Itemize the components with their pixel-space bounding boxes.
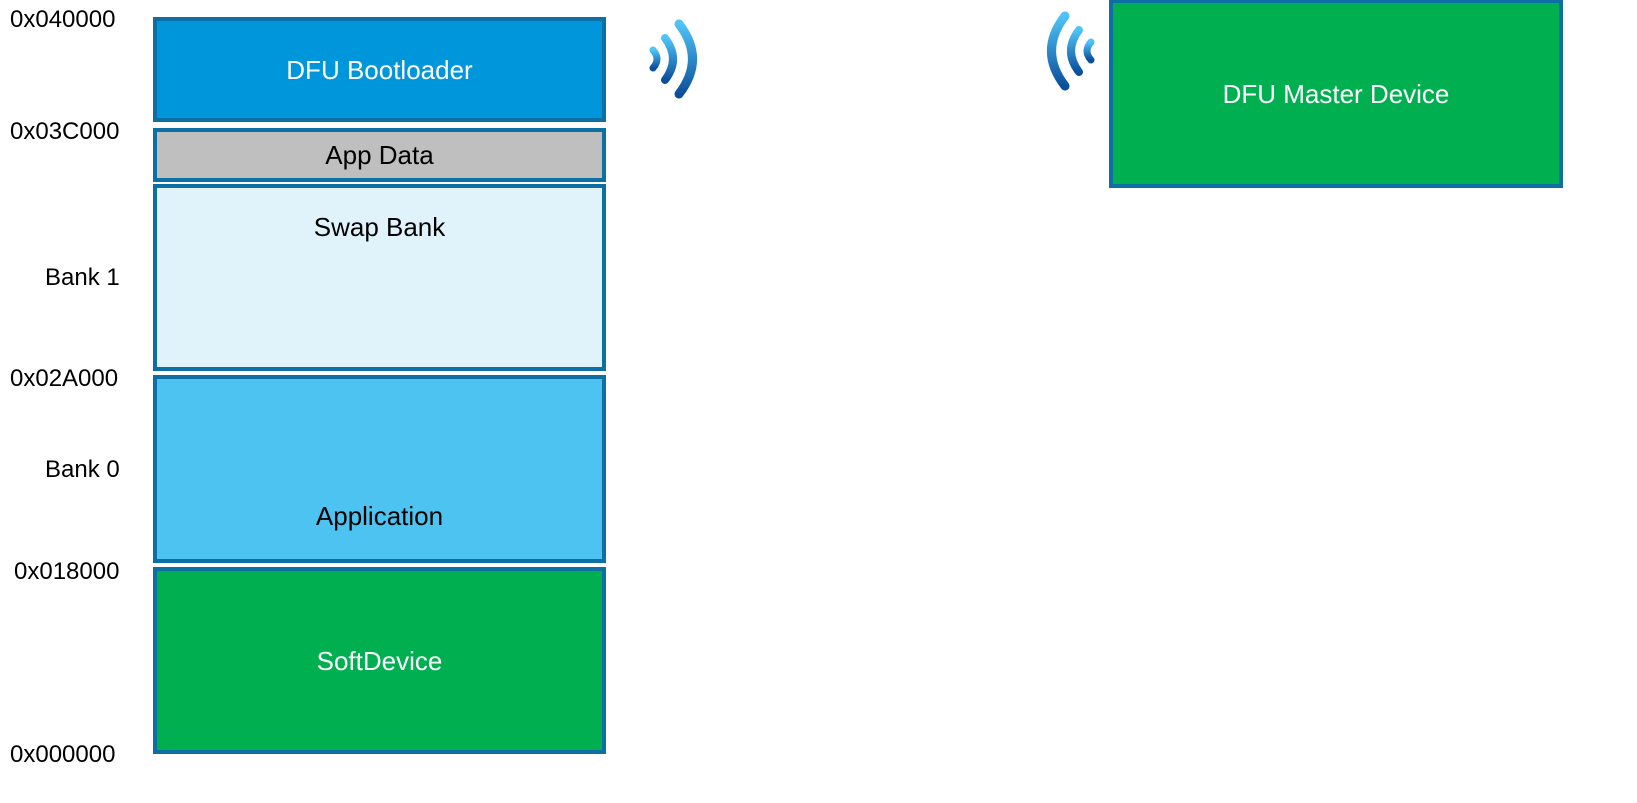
softdevice-region: SoftDevice [153,567,606,754]
dfu-bootloader-region: DFU Bootloader [153,17,606,122]
wireless-signal-left-icon [1047,11,1095,91]
swap-bank-label: Swap Bank [313,212,446,242]
dfu-master-device-label: DFU Master Device [1222,78,1450,109]
app-data-region: App Data [153,128,606,182]
address-0x000000: 0x000000 [10,741,116,768]
app-data-label: App Data [325,140,434,170]
bank-1-label: Bank 1 [45,264,120,291]
bank-0-label: Bank 0 [45,456,120,483]
address-0x018000: 0x018000 [14,558,120,585]
wireless-signal-right-icon [649,19,697,99]
dfu-master-device: DFU Master Device [1109,0,1563,188]
softdevice-label: SoftDevice [316,645,443,676]
application-region: Application [153,375,606,563]
address-0x040000: 0x040000 [10,6,116,33]
application-label: Application [315,501,444,531]
address-0x03c000: 0x03C000 [10,118,120,145]
address-0x02a000: 0x02A000 [10,365,119,392]
dfu-bootloader-label: DFU Bootloader [286,54,473,85]
swap-bank-region: Swap Bank [153,184,606,371]
